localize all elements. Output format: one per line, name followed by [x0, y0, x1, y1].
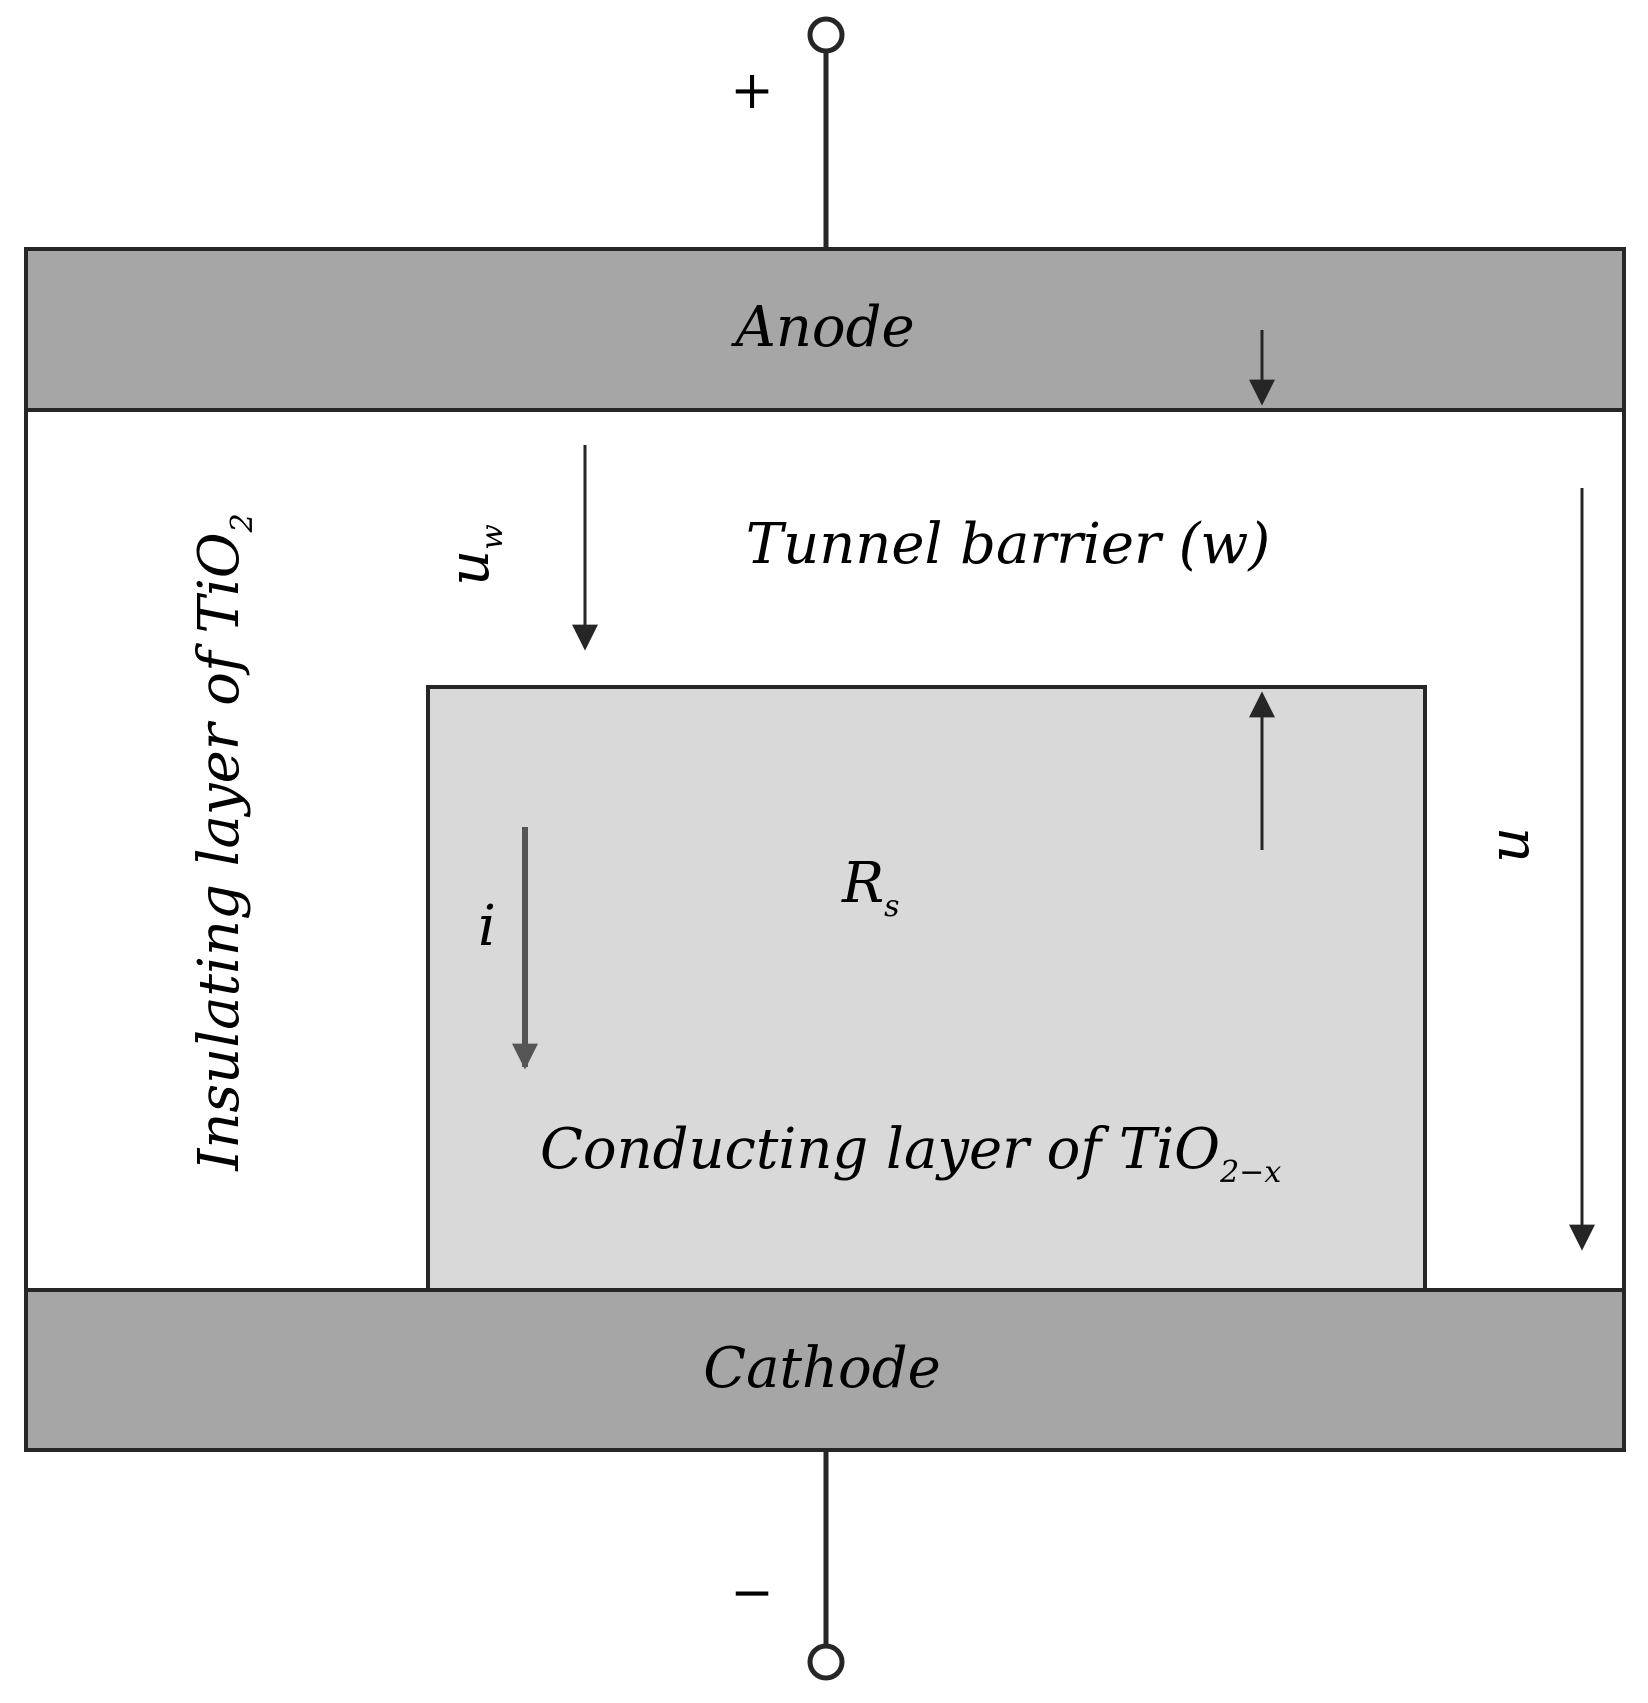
cathode	[24, 1288, 1626, 1452]
anode-label: Anode	[730, 295, 914, 360]
plus-sign: +	[730, 61, 774, 121]
conducting-layer-label: Conducting layer of TiO2−x	[540, 1117, 1281, 1190]
minus-sign: −	[730, 1563, 774, 1623]
conducting-layer	[426, 685, 1427, 1292]
resistance-label: Rs	[841, 851, 900, 924]
width-left-label: uw	[437, 524, 510, 586]
width-right-label: u	[1477, 827, 1542, 863]
current-label: i	[478, 894, 496, 959]
cathode-label: Cathode	[703, 1336, 941, 1401]
top-terminal	[807, 16, 845, 54]
insulating-layer-label: Insulating layer of TiO2	[187, 513, 260, 1172]
anode	[24, 247, 1626, 412]
tunnel-barrier-label: Tunnel barrier (w)	[746, 512, 1270, 577]
bottom-terminal	[807, 1643, 845, 1681]
